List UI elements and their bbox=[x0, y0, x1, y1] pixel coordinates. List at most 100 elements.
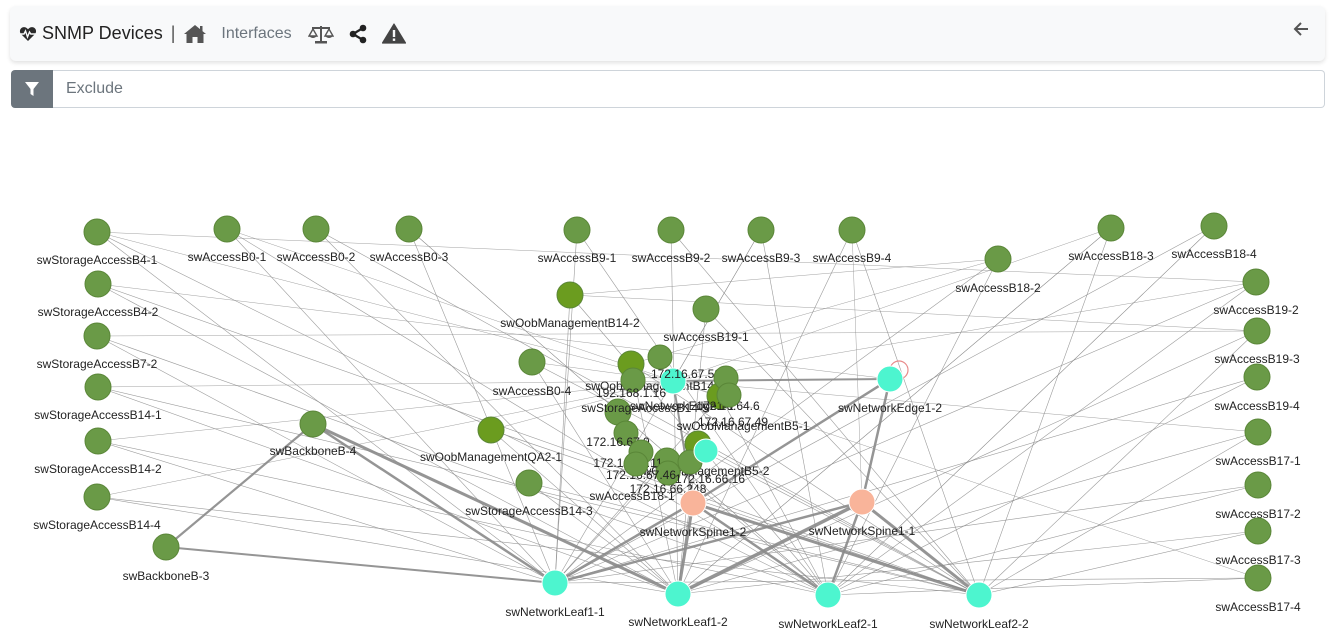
graph-node[interactable]: swStorageAccessB4-2 bbox=[38, 270, 159, 319]
graph-node[interactable]: swBackboneB-3 bbox=[123, 533, 210, 583]
node-circle[interactable] bbox=[984, 245, 1012, 273]
node-circle[interactable] bbox=[213, 215, 241, 243]
graph-node[interactable]: swNetworkEdge1-2 bbox=[838, 365, 942, 415]
graph-node[interactable]: 172.16.66.16 bbox=[675, 449, 745, 486]
node-circle[interactable] bbox=[556, 281, 584, 309]
graph-node[interactable]: swAccessB18-3 bbox=[1068, 214, 1154, 263]
home-icon[interactable] bbox=[183, 24, 207, 44]
graph-node[interactable]: swAccessB9-2 bbox=[632, 216, 711, 265]
node-circle[interactable] bbox=[965, 581, 993, 609]
node-circle[interactable] bbox=[83, 483, 111, 511]
graph-node[interactable]: swStorageAccessB14-1 bbox=[34, 373, 162, 422]
node-circle[interactable] bbox=[623, 451, 649, 477]
graph-node[interactable]: swAccessB0-3 bbox=[370, 215, 449, 264]
graph-node[interactable]: swStorageAccessB4-1 bbox=[37, 218, 158, 267]
nav-interfaces-link[interactable]: Interfaces bbox=[221, 24, 292, 42]
node-circle[interactable] bbox=[838, 216, 866, 244]
graph-node[interactable]: swAccessB17-3 bbox=[1215, 517, 1301, 567]
graph-node[interactable]: swStorageAccessB14-5 bbox=[581, 398, 709, 426]
graph-node[interactable]: swStorageAccessB14-2 bbox=[34, 427, 162, 476]
node-circle[interactable] bbox=[563, 216, 591, 244]
graph-node-secondary[interactable] bbox=[693, 438, 719, 464]
graph-node[interactable]: swAccessB9-3 bbox=[722, 216, 801, 265]
node-circle[interactable] bbox=[876, 365, 904, 393]
node-circle[interactable] bbox=[84, 373, 112, 401]
node-circle[interactable] bbox=[1097, 214, 1125, 242]
node-circle[interactable] bbox=[659, 367, 687, 395]
node-circle[interactable] bbox=[1244, 564, 1272, 592]
graph-node[interactable]: swNetworkLeaf1-1 bbox=[505, 569, 605, 619]
graph-node[interactable]: swStorageAccessB14-3 bbox=[465, 469, 593, 518]
node-circle[interactable] bbox=[84, 270, 112, 298]
graph-node[interactable]: swAccessB19-4 bbox=[1214, 363, 1300, 413]
graph-node[interactable]: swNetworkEdge1-1 bbox=[630, 367, 734, 413]
back-arrow-icon[interactable] bbox=[1293, 22, 1309, 41]
graph-node[interactable]: swAccessB19-3 bbox=[1214, 317, 1300, 366]
node-circle[interactable] bbox=[299, 410, 327, 438]
node-circle[interactable] bbox=[848, 488, 876, 516]
node-circle[interactable] bbox=[83, 322, 111, 350]
node-circle[interactable] bbox=[1244, 471, 1272, 499]
graph-node[interactable]: 192.168.1.16 bbox=[596, 367, 666, 400]
node-circle[interactable] bbox=[692, 295, 720, 323]
brand[interactable]: SNMP Devices bbox=[19, 23, 163, 44]
graph-link bbox=[670, 229, 980, 596]
node-circle[interactable] bbox=[152, 533, 180, 561]
graph-node[interactable]: swNetworkSpine1-1 bbox=[809, 488, 916, 538]
graph-node[interactable]: 172.16.67.52 bbox=[647, 344, 721, 381]
node-circle[interactable] bbox=[664, 580, 692, 608]
balance-scale-icon[interactable] bbox=[307, 24, 334, 44]
node-circle[interactable] bbox=[647, 344, 673, 370]
graph-node[interactable]: swAccessB9-1 bbox=[538, 216, 617, 265]
graph-node[interactable]: swAccessB17-1 bbox=[1215, 418, 1301, 468]
graph-node[interactable]: swAccessB18-2 bbox=[955, 245, 1041, 295]
graph-node[interactable]: swNetworkLeaf1-2 bbox=[628, 580, 728, 629]
node-circle[interactable] bbox=[518, 348, 546, 376]
node-circle[interactable] bbox=[302, 215, 330, 243]
graph-node[interactable]: swAccessB19-2 bbox=[1213, 268, 1299, 317]
node-circle[interactable] bbox=[395, 215, 423, 243]
node-circle[interactable] bbox=[515, 469, 543, 497]
node-circle[interactable] bbox=[1243, 363, 1271, 391]
graph-node[interactable]: swAccessB17-2 bbox=[1215, 471, 1301, 521]
graph-node[interactable]: swAccessB18-4 bbox=[1171, 212, 1257, 261]
graph-node[interactable]: swAccessB0-2 bbox=[277, 215, 356, 264]
node-circle[interactable] bbox=[657, 216, 685, 244]
node-circle[interactable] bbox=[1242, 268, 1270, 296]
graph-node[interactable]: swStorageAccessB7-2 bbox=[37, 322, 158, 371]
graph-node[interactable]: 172.16.67.49 bbox=[698, 382, 768, 429]
node-circle[interactable] bbox=[1200, 212, 1228, 240]
node-circle[interactable] bbox=[84, 427, 112, 455]
graph-node[interactable]: swOobManagementB14-2 bbox=[500, 281, 640, 330]
node-circle[interactable] bbox=[747, 216, 775, 244]
node-circle[interactable] bbox=[620, 367, 646, 393]
share-nodes-icon[interactable] bbox=[348, 24, 368, 44]
node-circle[interactable] bbox=[1244, 517, 1272, 545]
graph-node[interactable]: swOobManagementQA2-1 bbox=[420, 416, 562, 464]
graph-node[interactable]: swAccessB17-4 bbox=[1215, 564, 1301, 614]
graph-node[interactable]: swNetworkLeaf2-1 bbox=[778, 581, 878, 631]
node-circle[interactable] bbox=[477, 416, 505, 444]
graph-node[interactable]: swAccessB0-4 bbox=[493, 348, 572, 398]
graph-node[interactable]: swStorageAccessB14-4 bbox=[33, 483, 161, 532]
filter-button[interactable] bbox=[11, 70, 53, 108]
node-circle[interactable] bbox=[716, 382, 742, 408]
node-circle[interactable] bbox=[814, 581, 842, 609]
node-circle[interactable] bbox=[679, 489, 707, 517]
node-circle[interactable] bbox=[1244, 418, 1272, 446]
graph-node[interactable]: swNetworkSpine1-2 bbox=[640, 489, 747, 539]
node-circle[interactable] bbox=[541, 569, 569, 597]
graph-node[interactable]: swNetworkLeaf2-2 bbox=[929, 581, 1029, 631]
graph-node[interactable]: swBackboneB-4 bbox=[270, 410, 357, 458]
node-circle[interactable] bbox=[655, 460, 681, 486]
graph-node[interactable]: swAccessB19-1 bbox=[663, 295, 749, 344]
graph-link bbox=[827, 225, 1215, 596]
node-circle[interactable] bbox=[613, 420, 639, 446]
node-circle[interactable] bbox=[1243, 317, 1271, 345]
node-circle[interactable] bbox=[83, 218, 111, 246]
graph-node[interactable]: swAccessB9-4 bbox=[813, 216, 892, 265]
graph-node[interactable]: swAccessB0-1 bbox=[188, 215, 267, 264]
warning-icon[interactable] bbox=[381, 23, 406, 44]
exclude-filter-input[interactable] bbox=[53, 70, 1325, 108]
